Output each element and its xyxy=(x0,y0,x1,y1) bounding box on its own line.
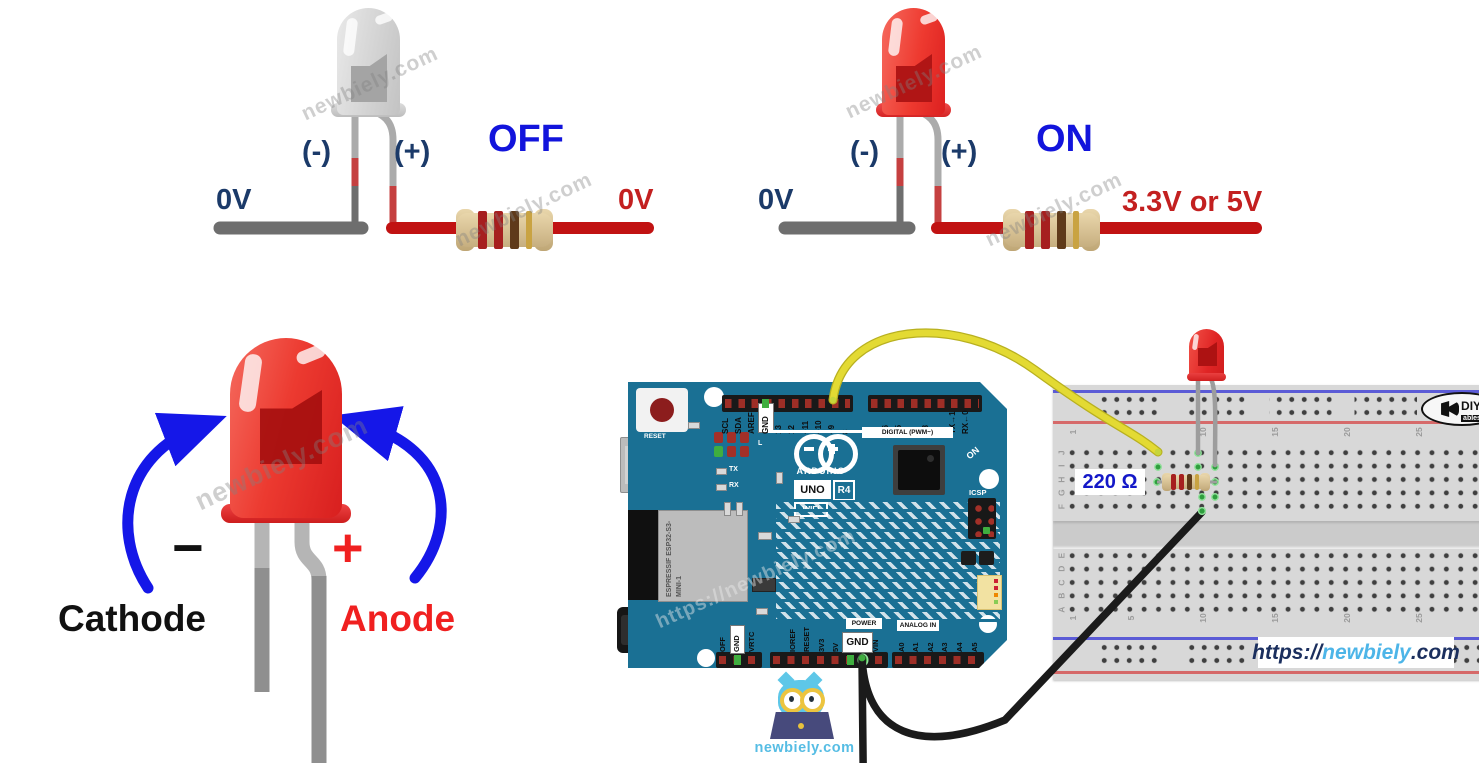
digital-section-label: DIGITAL (PWM~) xyxy=(862,427,953,438)
led-indicator xyxy=(714,432,723,443)
gnd-pin-green xyxy=(847,655,854,665)
led-indicator xyxy=(740,432,749,443)
on-state-label: ON xyxy=(1036,118,1093,160)
breadboard-led-anode-lead xyxy=(1207,374,1218,468)
led-indicator xyxy=(740,446,749,457)
smd-component xyxy=(961,551,976,565)
gnd-connection xyxy=(858,654,866,662)
off-positive-label: (+) xyxy=(394,136,431,168)
owl-eye xyxy=(789,696,794,702)
power-gnd-label: GND xyxy=(842,632,873,653)
newbiely-mascot: newbiely.com xyxy=(742,660,892,763)
site-url: https://newbiely.com xyxy=(1252,637,1460,668)
polarity-led xyxy=(230,338,342,518)
mounting-hole xyxy=(979,469,999,489)
gnd-pin-green xyxy=(734,655,741,665)
wire-end-hole xyxy=(1197,506,1207,516)
qwiic-connector[interactable] xyxy=(977,575,1002,610)
off-right-voltage: 0V xyxy=(618,184,654,216)
tx-label: TX xyxy=(729,466,738,473)
ground-wire-black xyxy=(858,508,1206,763)
led-indicator-green xyxy=(714,446,723,457)
anode-lead xyxy=(373,108,397,190)
off-circuit-resistor xyxy=(456,209,553,251)
rx-label: RX xyxy=(729,482,739,489)
signal-wire-yellow xyxy=(829,329,1162,456)
anode-arrow xyxy=(332,406,447,584)
rail-line-red-bottom xyxy=(1053,671,1479,674)
laptop-icon xyxy=(770,712,834,739)
mascot-site-label: newbiely.com xyxy=(754,740,855,756)
led-off xyxy=(337,8,400,115)
analog-section-label: ANALOG IN xyxy=(897,620,939,631)
arduino-uno-r4-wifi-board: RESET SCLSDAAREFGND1312~11~10~98 7~6~54~… xyxy=(628,382,1007,668)
gnd-label-box xyxy=(730,625,745,654)
diyables-logo-icon xyxy=(1441,401,1460,417)
anode-lead-upper xyxy=(294,522,327,581)
pin9-connection xyxy=(829,396,837,404)
off-negative-label: (-) xyxy=(302,136,331,168)
rail-line-blue-top xyxy=(1053,390,1479,393)
mounting-hole xyxy=(697,649,715,667)
led-on xyxy=(882,8,945,115)
minus-sign: − xyxy=(172,518,204,578)
gnd-pin-green xyxy=(762,399,769,408)
arduino-brand-label: ARDUINO xyxy=(796,466,846,476)
center-channel xyxy=(1053,521,1479,549)
mounting-hole xyxy=(704,387,724,407)
esp32-module: ESPRESSIF ESP32-S3-MINI-1 xyxy=(658,510,748,602)
wiring-overlay xyxy=(828,328,1219,763)
esp32-shield-edge xyxy=(628,510,660,600)
led-indicator xyxy=(727,446,736,457)
anode-lead xyxy=(918,108,942,190)
l-led-label: L xyxy=(758,440,763,447)
icsp-header[interactable] xyxy=(968,498,996,539)
on-left-voltage: 0V xyxy=(758,184,794,216)
uno-label: UNO xyxy=(794,480,831,499)
breadboard-led xyxy=(1189,329,1224,379)
anode-label: Anode xyxy=(340,598,456,639)
smd-component xyxy=(979,551,994,565)
off-left-voltage: 0V xyxy=(216,184,252,216)
breadboard-led-flange xyxy=(1187,373,1226,381)
off-circuit-wires xyxy=(213,108,654,235)
cathode-label: Cathode xyxy=(58,598,206,639)
on-circuit-resistor xyxy=(1003,209,1100,251)
cathode-arrow xyxy=(122,412,227,594)
rail-line-red-top xyxy=(1053,421,1479,424)
owl-glasses xyxy=(800,688,825,713)
mcu-chip xyxy=(893,445,945,495)
on-positive-label: (+) xyxy=(941,136,978,168)
diyables-logo: DIYables xyxy=(1421,392,1479,426)
owl-eye xyxy=(809,696,814,702)
on-right-voltage: 3.3V or 5V xyxy=(1122,186,1263,218)
plus-sign: + xyxy=(332,518,364,578)
on-negative-label: (-) xyxy=(850,136,879,168)
reset-label: RESET xyxy=(644,433,666,440)
arduino-logo-icon xyxy=(818,434,858,474)
power-rail-holes-top xyxy=(1098,393,1479,419)
resistor-value-label: 220 Ω xyxy=(1075,469,1145,495)
analog-header[interactable] xyxy=(892,652,984,668)
icsp-label: ICSP xyxy=(969,488,987,497)
digital-header-left[interactable] xyxy=(722,395,853,412)
power-section-label: POWER xyxy=(846,618,882,629)
digital-section-line xyxy=(768,430,864,433)
diyables-logo-text: DIY xyxy=(1461,398,1479,413)
off-state-label: OFF xyxy=(488,118,564,160)
breadboard-resistor xyxy=(1162,473,1210,491)
polarity-diagram-graphics xyxy=(122,406,447,763)
led-indicator xyxy=(727,432,736,443)
reset-button[interactable] xyxy=(636,388,688,432)
breadboard-led-chip xyxy=(1198,342,1217,366)
wire-end-hole xyxy=(1154,448,1162,456)
digital-header-right[interactable] xyxy=(868,395,982,412)
